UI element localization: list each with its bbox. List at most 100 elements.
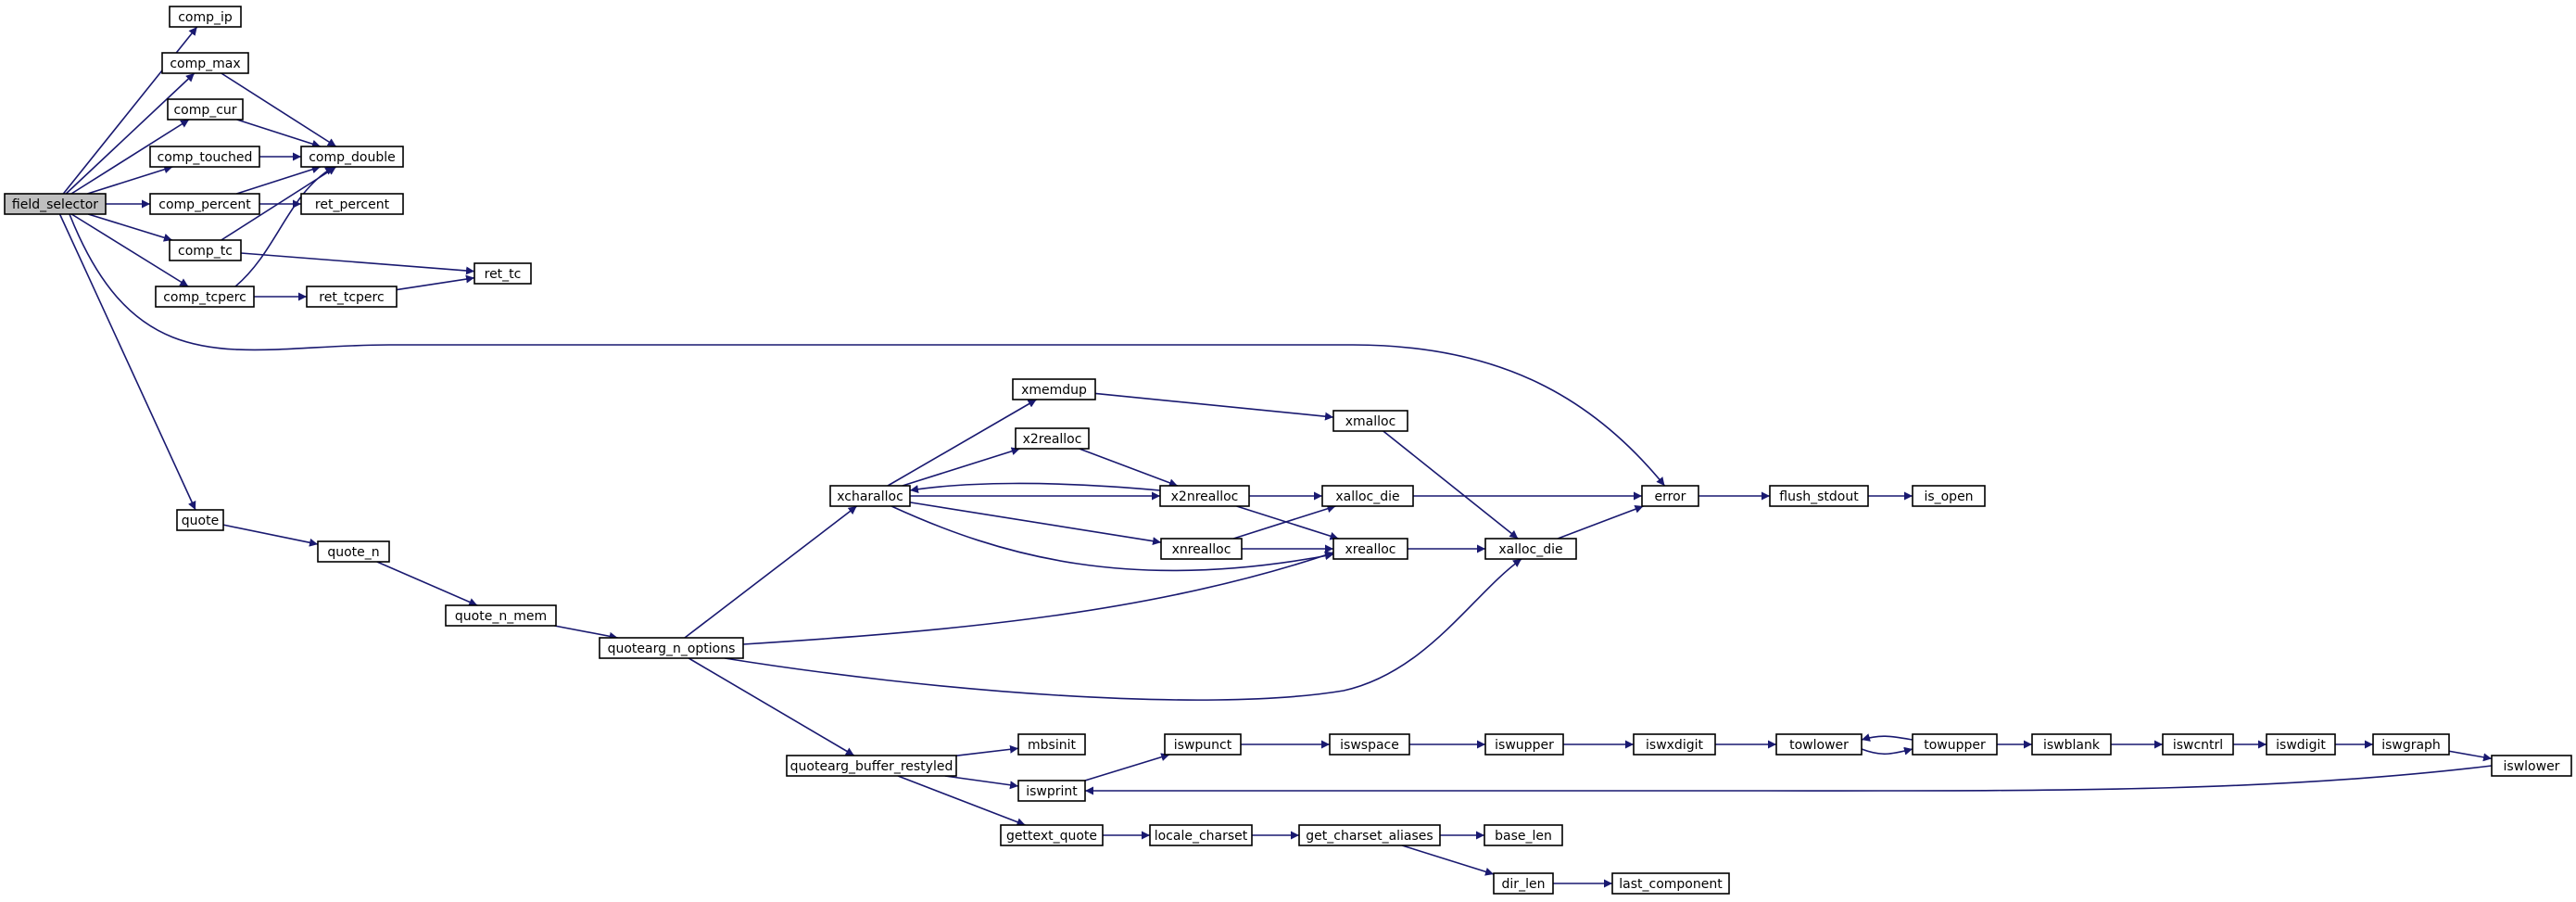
edge-arrow [65,72,196,195]
node-iswgraph[interactable]: iswgraph [2372,733,2450,756]
node-iswxdigit[interactable]: iswxdigit [1633,733,1716,756]
node-ret-percent[interactable]: ret_percent [300,193,404,215]
node-box [1298,824,1441,846]
node-xalloc-die2[interactable]: xalloc_die [1484,538,1577,560]
node-label: error [1655,489,1686,504]
node-box [300,193,404,215]
edge-quotearg_n_options-to-quotearg_buffer_restyled [688,657,855,756]
edge-arrow [87,213,173,242]
edge-quotearg_n_options-to-xcharalloc [684,505,858,639]
edge-arrow [396,274,475,291]
edge-quote_n_mem-to-quotearg_n_options [554,625,618,641]
node-box [1329,733,1410,756]
node-box [1633,733,1716,756]
edge-comp_percent-to-comp_double [236,165,321,195]
node-xnrealloc[interactable]: xnrealloc [1160,538,1243,560]
edge-quote-to-quote_n [222,524,319,547]
node-ret-tc[interactable]: ret_tc [474,262,532,285]
node-mbsinit[interactable]: mbsinit [1017,733,1086,756]
node-iswupper[interactable]: iswupper [1484,733,1564,756]
node-field-selector[interactable]: field_selector [4,193,107,215]
node-comp-touched[interactable]: comp_touched [149,146,260,168]
edge-arrow [1232,504,1336,540]
node-comp-tcperc[interactable]: comp_tcperc [155,286,255,308]
node-label: quote [182,514,219,528]
node-comp-percent[interactable]: comp_percent [149,193,260,215]
node-xmalloc[interactable]: xmalloc [1332,410,1408,432]
edge-x2realloc-to-x2nrealloc [1079,448,1179,488]
edge-quotearg_buffer_restyled-to-mbsinit [955,744,1019,756]
edge-arrow [902,447,1020,487]
node-iswcntrl[interactable]: iswcntrl [2162,733,2234,756]
edge-field_selector-to-comp_touched [87,165,173,195]
node-label: mbsinit [1028,738,1076,753]
node-towlower[interactable]: towlower [1775,733,1863,756]
node-box [1775,733,1863,756]
node-quote-n-mem[interactable]: quote_n_mem [445,604,557,627]
node-ret-tcperc[interactable]: ret_tcperc [306,286,398,308]
node-box [1017,733,1086,756]
node-box [1332,410,1408,432]
edge-arrow [1236,505,1339,540]
node-comp-tc[interactable]: comp_tc [169,239,242,261]
node-x2realloc[interactable]: x2realloc [1015,427,1090,450]
edges-layer [58,26,2493,888]
node-xmemdup[interactable]: xmemdup [1012,378,1096,400]
node-comp-double[interactable]: comp_double [300,146,404,168]
node-xalloc-die[interactable]: xalloc_die [1321,485,1414,507]
node-quote-n[interactable]: quote_n [317,540,390,563]
node-dir-len[interactable]: dir_len [1493,872,1554,895]
node-iswdigit[interactable]: iswdigit [2266,733,2336,756]
node-box [829,485,911,507]
node-box [149,146,260,168]
node-comp-cur[interactable]: comp_cur [167,98,244,121]
node-xrealloc[interactable]: xrealloc [1332,538,1408,560]
node-get-charset-aliases[interactable]: get_charset_aliases [1298,824,1441,846]
node-iswpunct[interactable]: iswpunct [1164,733,1242,756]
node-box [1641,485,1699,507]
node-quotearg-buffer-restyled[interactable]: quotearg_buffer_restyled [786,755,957,777]
node-box [1484,733,1564,756]
edge-arrow [742,551,1334,645]
node-label: iswprint [1026,784,1078,799]
node-locale-charset[interactable]: locale_charset [1149,824,1253,846]
node-quotearg-n-options[interactable]: quotearg_n_options [599,637,744,659]
node-xcharalloc[interactable]: xcharalloc [829,485,911,507]
node-box [1160,538,1243,560]
node-box [1000,824,1104,846]
node-label: field_selector [12,197,98,212]
node-box [2266,733,2336,756]
node-iswblank[interactable]: iswblank [2031,733,2112,756]
node-towupper[interactable]: towupper [1912,733,1998,756]
node-label: is_open [1924,489,1973,504]
node-base-len[interactable]: base_len [1484,824,1563,846]
node-box [169,239,242,261]
node-quote[interactable]: quote [176,509,224,531]
node-label: quotearg_n_options [608,642,736,656]
node-box [2031,733,2112,756]
node-comp-max[interactable]: comp_max [161,52,249,74]
node-box [169,6,242,28]
edge-x2nrealloc-to-xcharalloc [909,482,1161,494]
node-box [1164,733,1242,756]
node-flush-stdout[interactable]: flush_stdout [1769,485,1869,507]
node-iswprint[interactable]: iswprint [1017,780,1086,802]
node-label: xnrealloc [1172,542,1231,557]
node-x2nrealloc[interactable]: x2nrealloc [1159,485,1250,507]
node-comp-ip[interactable]: comp_ip [169,6,242,28]
node-gettext-quote[interactable]: gettext_quote [1000,824,1104,846]
node-label: xalloc_die [1498,542,1562,557]
node-box [1015,427,1090,450]
node-last-component[interactable]: last_component [1611,872,1730,895]
node-error[interactable]: error [1641,485,1699,507]
node-label: locale_charset [1155,829,1248,844]
node-box [1159,485,1250,507]
node-label: quote_n [327,545,379,560]
node-is-open[interactable]: is_open [1912,485,1986,507]
nodes-layer: field_selector comp_ip comp_max comp_curcom… [4,6,2572,895]
node-label: last_component [1619,877,1723,892]
node-label: dir_len [1502,877,1546,892]
node-iswspace[interactable]: iswspace [1329,733,1410,756]
node-iswlower[interactable]: iswlower [2491,755,2572,777]
edge-iswprint-to-iswpunct [1084,753,1170,781]
